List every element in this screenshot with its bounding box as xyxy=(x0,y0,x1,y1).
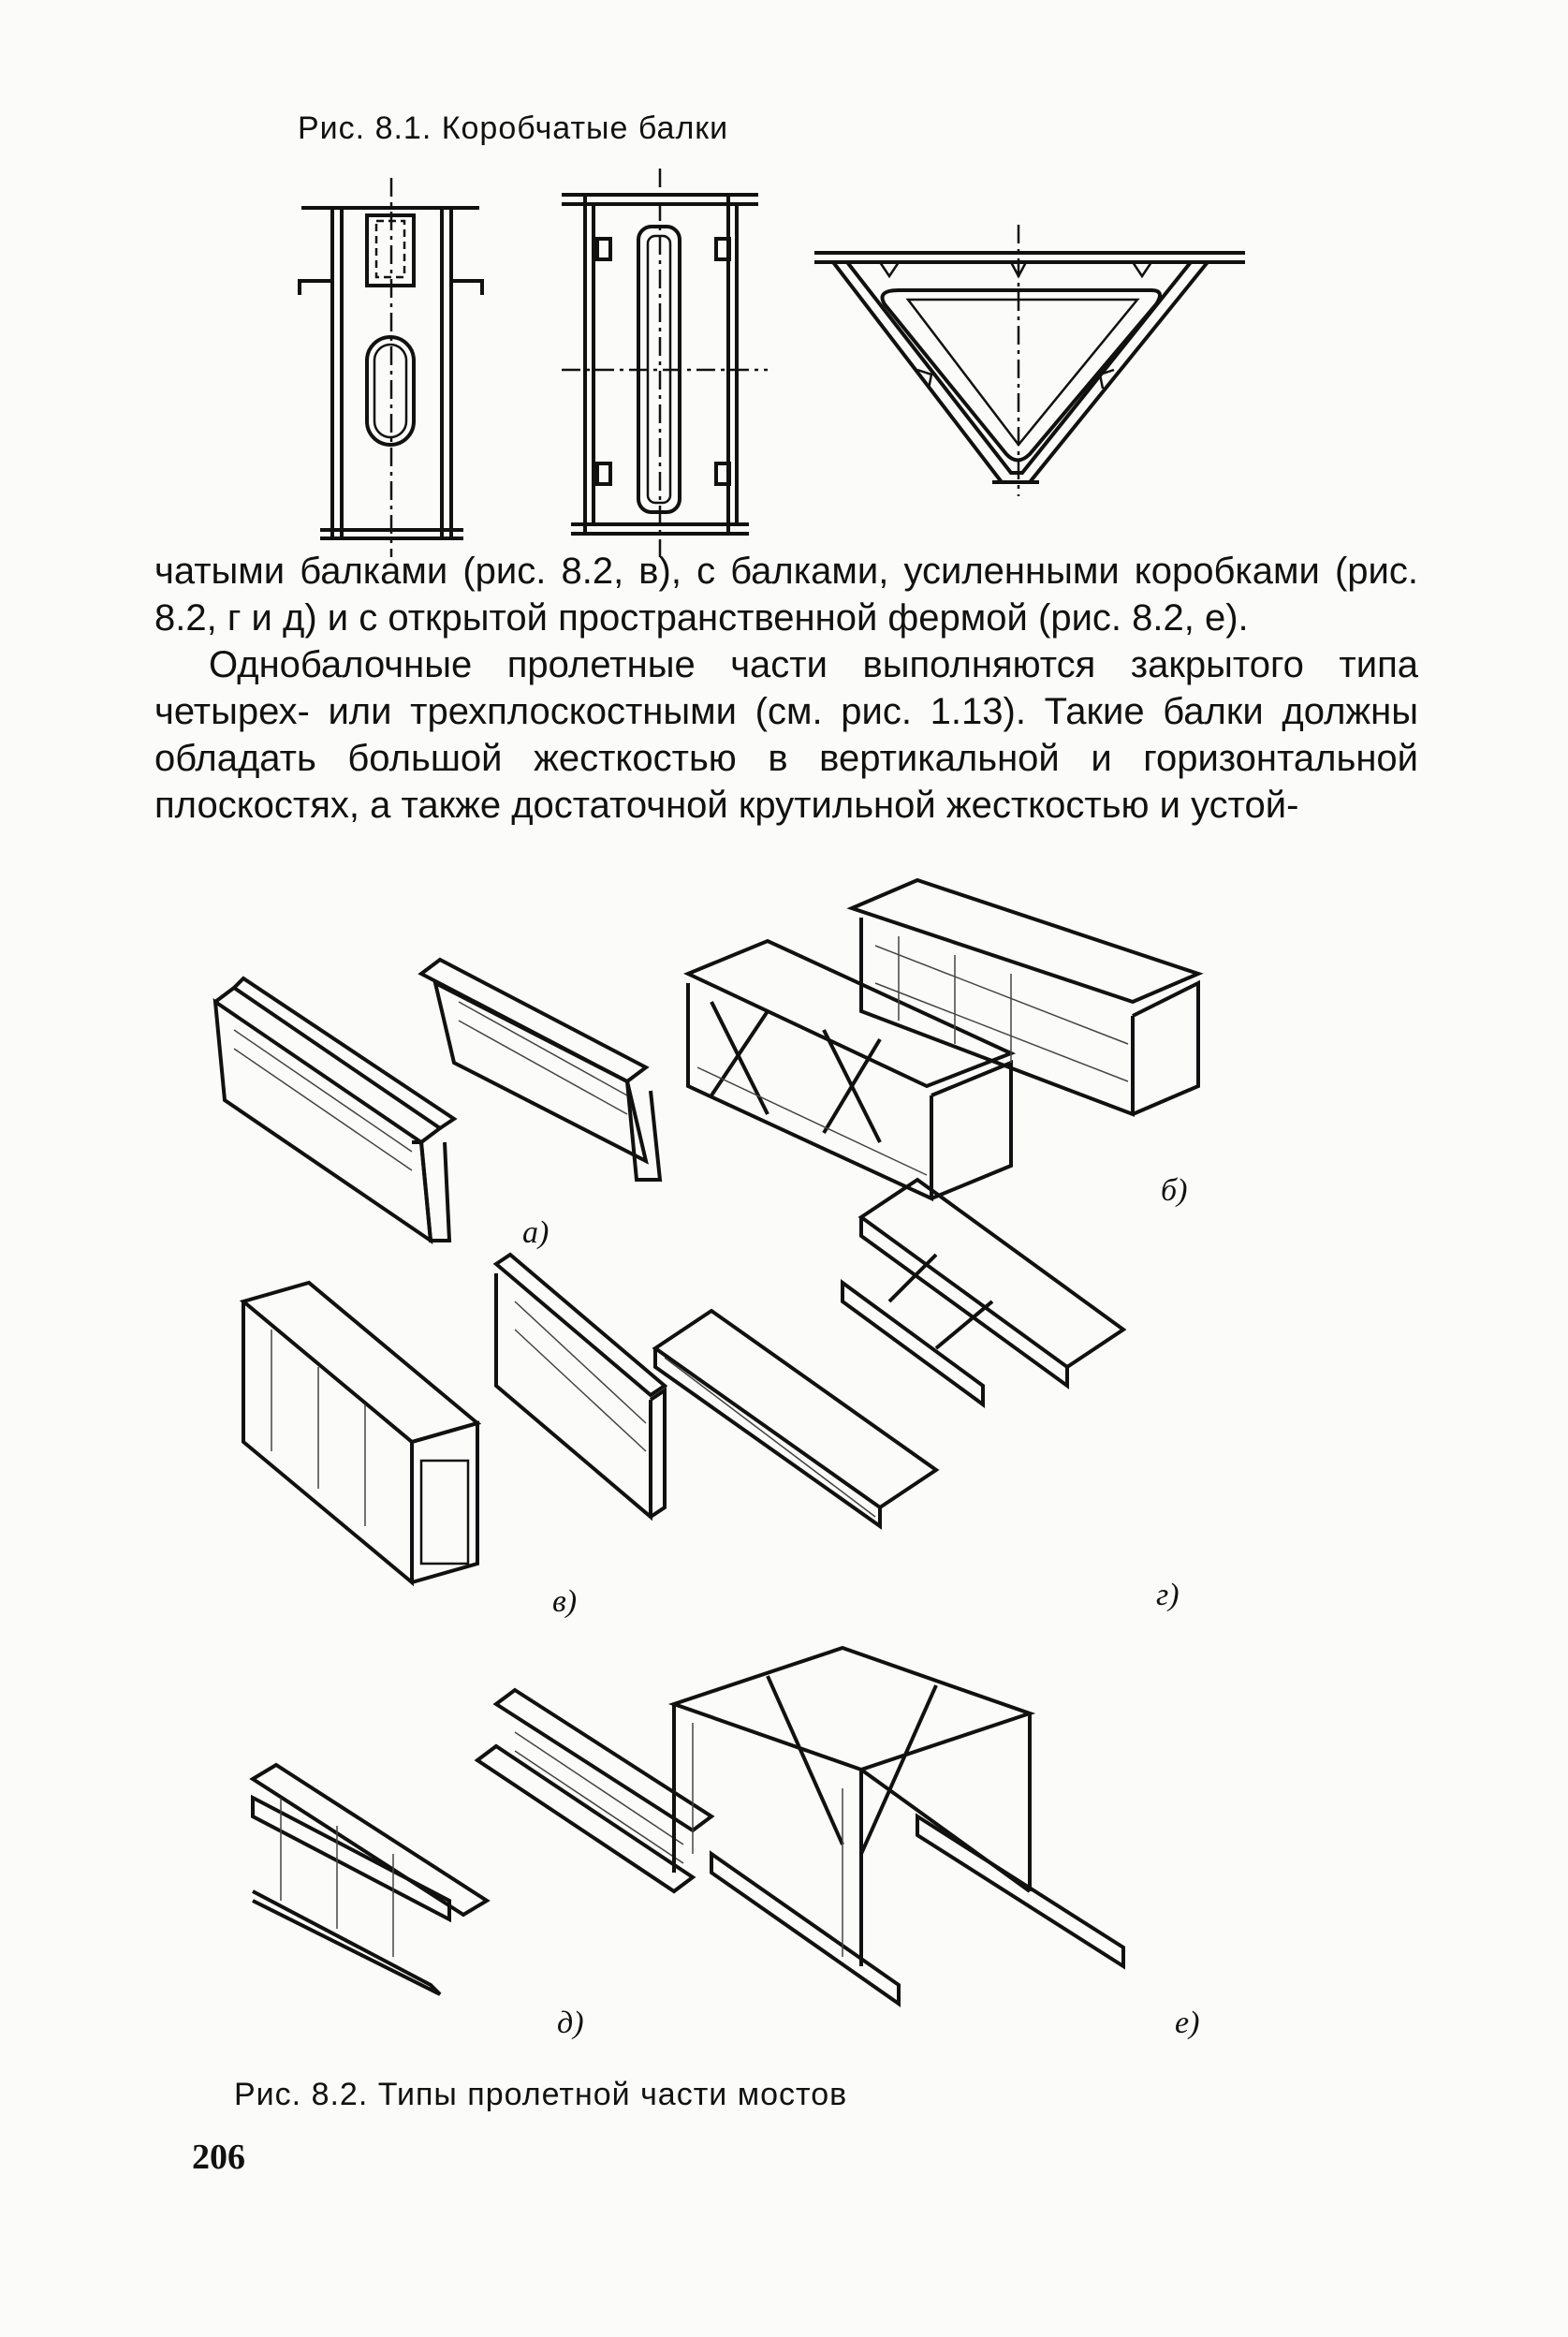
paragraph-single-beam: Однобалочные пролетные части выполняются… xyxy=(154,644,1418,826)
label-a: а) xyxy=(522,1215,550,1250)
figure-8-1-caption: Рис. 8.1. Коробчатые балки xyxy=(298,110,729,146)
figure-d-decks xyxy=(249,1687,715,1996)
triangular-section xyxy=(814,225,1245,496)
label-d: д) xyxy=(557,2006,584,2040)
label-e: е) xyxy=(1175,2006,1200,2040)
page-number: 206 xyxy=(192,2138,245,2177)
label-v: в) xyxy=(552,1584,578,1619)
label-g: г) xyxy=(1156,1578,1180,1612)
figure-b-beams xyxy=(683,877,1204,1202)
figure-8-2-caption: Рис. 8.2. Типы пролетной части мостов xyxy=(234,2077,848,2112)
figure-8-1-box-girders xyxy=(298,169,1245,557)
body-text: чатыми балками (рис. 8.2, в), с балками,… xyxy=(154,548,1418,829)
figure-e-truss xyxy=(667,1645,1125,2007)
paragraph-continued: чатыми балками (рис. 8.2, в), с балками,… xyxy=(154,551,1418,639)
figure-a-beams xyxy=(212,957,663,1245)
figure-v-boxes xyxy=(239,1252,668,1587)
figure-8-2-span-types xyxy=(212,877,1204,2007)
label-b: б) xyxy=(1161,1173,1188,1208)
box-section-2 xyxy=(562,169,768,557)
figure-g-decks xyxy=(652,1177,1127,1530)
box-section-1 xyxy=(298,178,484,557)
